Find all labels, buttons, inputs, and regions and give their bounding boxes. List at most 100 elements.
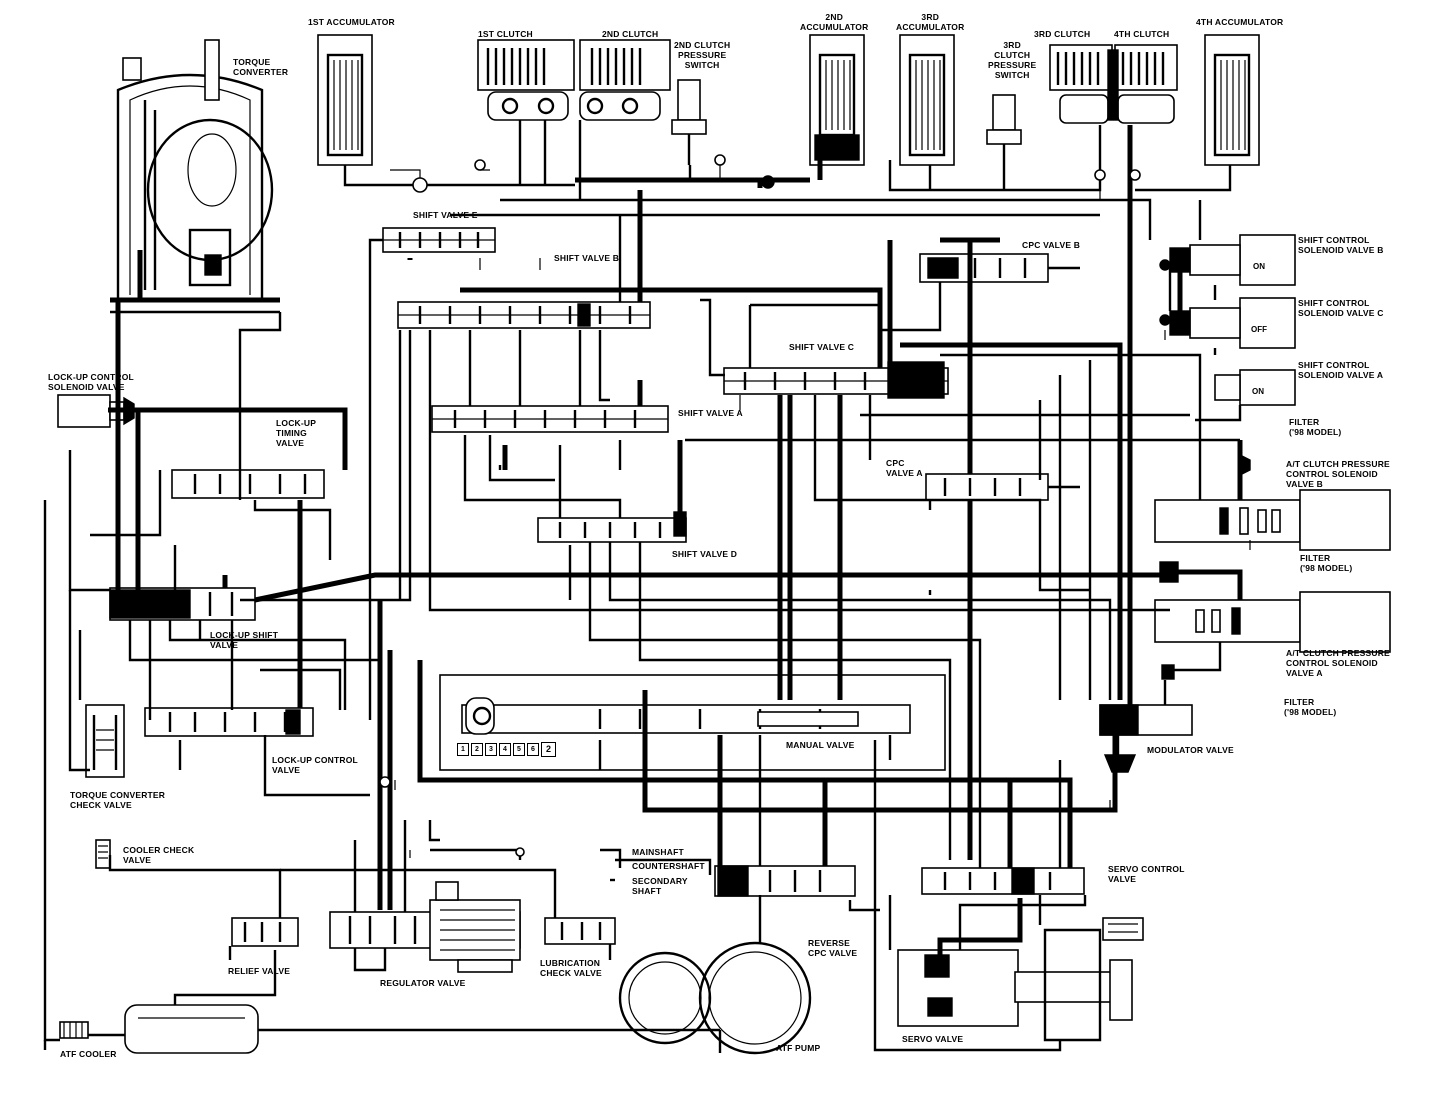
- filters: [1159, 453, 1251, 680]
- manual-position-row: 1234567: [457, 743, 553, 756]
- shift-solenoid-a: [1214, 369, 1296, 406]
- label-lockup-control-valve: LOCK-UP CONTROL VALVE: [272, 755, 358, 775]
- servo-valve-body: [897, 917, 1144, 1042]
- label-lockup-timing-valve: LOCK-UP TIMING VALVE: [276, 418, 317, 448]
- label-filter-2: FILTER ('98 model): [1300, 553, 1353, 573]
- accumulator-2nd: [809, 34, 865, 166]
- label-shift-valve-c: SHIFT VALVE C: [789, 342, 855, 352]
- label-shift-solenoid-b: SHIFT CONTROL SOLENOID VALVE B: [1298, 235, 1384, 255]
- relief-valve-body: [231, 917, 299, 947]
- servo-control-valve-body: [921, 867, 1085, 895]
- regulator-valve-body: [329, 881, 521, 973]
- lockup-shift-valve: [109, 587, 256, 621]
- at-clutch-solenoid-a: [1154, 591, 1391, 653]
- accumulators: [317, 34, 1260, 166]
- cooler-check-valve: [95, 839, 111, 869]
- label-shift-valve-a: SHIFT VALVE A: [678, 408, 743, 418]
- pressure-switches: [671, 79, 1022, 175]
- label-shift-valve-d: SHIFT VALVE D: [672, 549, 738, 559]
- label-filter-1: FILTER ('98 model): [1289, 417, 1342, 437]
- label-reverse-cpc-valve: REVERSE CPC VALVE: [808, 938, 858, 958]
- atf-pump: [618, 941, 812, 1055]
- pressure-switch-3rd: [986, 94, 1022, 175]
- label-countershaft: COUNTERSHAFT: [632, 861, 705, 871]
- accumulator-4th: [1204, 34, 1260, 166]
- label-pressure-switch-2nd: 2ND CLUTCH PRESSURE SWITCH: [674, 40, 731, 70]
- pressure-lines-medium: [43, 120, 1242, 1053]
- label-clutch-1st: 1ST CLUTCH: [478, 29, 533, 39]
- label-modulator-valve: MODULATOR VALVE: [1147, 745, 1234, 755]
- pressure-lines-thick: [108, 125, 1243, 955]
- label-filter-3: FILTER ('98 model): [1284, 697, 1337, 717]
- tc-check-valve: [85, 704, 125, 778]
- label-servo-valve: SERVO VALVE: [902, 1034, 964, 1044]
- pressure-switch-2nd: [671, 79, 707, 165]
- manual-position-box: 4: [499, 743, 511, 756]
- manual-valve-body: [439, 674, 946, 771]
- accumulator-1st: [317, 34, 373, 166]
- accumulator-3rd: [899, 34, 955, 166]
- clutch-4th: [1107, 44, 1178, 124]
- solenoid-c-state: OFF: [1251, 325, 1267, 334]
- label-cpc-valve-a: CPC VALVE A: [886, 458, 923, 478]
- clutch-2nd: [579, 39, 671, 121]
- clutches: [477, 39, 1178, 124]
- label-shift-solenoid-c: SHIFT CONTROL SOLENOID VALVE C: [1298, 298, 1384, 318]
- shift-solenoid-c: [1169, 297, 1296, 349]
- lubrication-check-valve-body: [544, 917, 616, 945]
- label-secondary-shaft: SECONDARY SHAFT: [632, 876, 688, 896]
- clutch-3rd: [1049, 44, 1113, 124]
- shift-valve-e: [382, 227, 496, 253]
- label-clutch-4th: 4TH CLUTCH: [1114, 29, 1170, 39]
- label-at-clutch-solenoid-b: A/T CLUTCH PRESSURE CONTROL SOLENOID VAL…: [1286, 459, 1390, 489]
- torque-converter: [110, 39, 280, 314]
- label-accumulator-4th: 4TH ACCUMULATOR: [1196, 17, 1284, 27]
- label-clutch-3rd: 3RD CLUTCH: [1034, 29, 1091, 39]
- manual-position-box: 2: [471, 743, 483, 756]
- label-shift-solenoid-a: SHIFT CONTROL SOLENOID VALVE A: [1298, 360, 1384, 380]
- cpc-valve-a: [925, 473, 1049, 501]
- label-tc-check-valve: TORQUE CONVERTER CHECK VALVE: [70, 790, 166, 810]
- label-cooler-check-valve: COOLER CHECK VALVE: [123, 845, 195, 865]
- label-relief-valve: RELIEF VALVE: [228, 966, 291, 976]
- label-lockup-solenoid: LOCK-UP CONTROL SOLENOID VALVE: [48, 372, 134, 392]
- manual-position-box: 1: [457, 743, 469, 756]
- label-lubrication-check-valve: LUBRICATION CHECK VALVE: [540, 958, 602, 978]
- shift-valve-c: [723, 361, 949, 399]
- label-regulator-valve: REGULATOR VALVE: [380, 978, 466, 988]
- label-atf-cooler: ATF COOLER: [60, 1049, 117, 1059]
- manual-selected-position: 2: [541, 742, 556, 757]
- at-clutch-solenoid-b: [1154, 489, 1391, 551]
- label-accumulator-1st: 1ST ACCUMULATOR: [308, 17, 395, 27]
- label-manual-valve: MANUAL VALVE: [786, 740, 855, 750]
- lockup-timing-valve: [171, 469, 325, 499]
- label-accumulator-2nd: 2ND ACCUMULATOR: [800, 12, 869, 32]
- shift-valve-d: [537, 511, 687, 543]
- atf-cooler: [59, 1004, 259, 1054]
- label-accumulator-3rd: 3RD ACCUMULATOR: [896, 12, 965, 32]
- label-cpc-valve-b: CPC VALVE B: [1022, 240, 1081, 250]
- lockup-control-valve: [144, 707, 314, 737]
- manual-position-box: 3: [485, 743, 497, 756]
- label-shift-valve-b: SHIFT VALVE B: [554, 253, 620, 263]
- label-servo-control-valve: SERVO CONTROL VALVE: [1108, 864, 1185, 884]
- reverse-cpc-valve-body: [714, 865, 856, 897]
- modulator-valve-body: [1099, 704, 1193, 773]
- label-shift-valve-e: SHIFT VALVE E: [413, 210, 478, 220]
- label-torque-converter: TORQUE CONVERTER: [233, 57, 289, 77]
- manual-position-box: 5: [513, 743, 525, 756]
- shift-valve-b: [397, 301, 651, 329]
- manual-position-box: 6: [527, 743, 539, 756]
- shift-solenoid-b: [1169, 234, 1296, 286]
- solenoid-a-state: ON: [1252, 387, 1264, 396]
- cpc-valve-b: [919, 253, 1049, 283]
- label-at-clutch-solenoid-a: A/T CLUTCH PRESSURE CONTROL SOLENOID VAL…: [1286, 648, 1390, 678]
- spool-valves: [85, 227, 1193, 1042]
- clutch-1st: [477, 39, 575, 121]
- label-clutch-2nd: 2ND CLUTCH: [602, 29, 659, 39]
- label-lockup-shift-valve: LOCK-UP SHIFT VALVE: [210, 630, 279, 650]
- solenoid-b-state: ON: [1253, 262, 1265, 271]
- label-mainshaft: MAINSHAFT: [632, 847, 684, 857]
- check-balls: [379, 154, 1171, 857]
